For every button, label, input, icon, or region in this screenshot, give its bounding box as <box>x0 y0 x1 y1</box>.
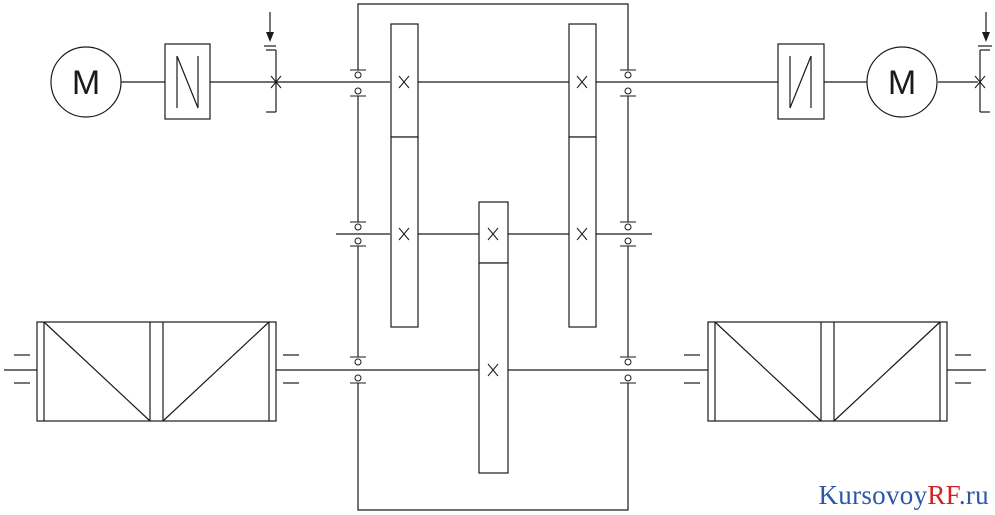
bearing-left-top <box>350 69 366 97</box>
brake-right <box>974 12 992 113</box>
bearing-right-middle <box>620 221 636 247</box>
watermark-part-3: .ru <box>958 480 989 510</box>
gearbox-housing <box>357 3 629 511</box>
motor-right: M <box>866 46 938 118</box>
site-watermark: KursovoyRF.ru <box>818 480 989 511</box>
bearing-right-bottom <box>620 356 636 384</box>
watermark-part-2: RF <box>927 480 959 510</box>
gear-left-lower <box>390 136 419 328</box>
motor-left-symbol: M <box>72 64 100 102</box>
bearing-left-bottom <box>350 356 366 384</box>
wheel-drum-right <box>684 321 971 422</box>
gear-right-upper <box>568 23 597 138</box>
gear-center-lower <box>478 262 509 474</box>
brake-left <box>264 12 282 113</box>
wheel-drum-left <box>14 321 299 422</box>
gear-left-upper <box>390 23 419 138</box>
bearing-left-middle <box>350 221 366 247</box>
watermark-part-1: Kursovoy <box>818 480 928 510</box>
bearings <box>350 69 636 384</box>
coupling-right <box>777 43 825 120</box>
bearing-right-top <box>620 69 636 97</box>
motor-right-symbol: M <box>888 64 916 102</box>
coupling-left <box>164 43 211 120</box>
motor-left: M <box>50 46 122 118</box>
gear-right-lower <box>568 136 597 328</box>
gear-center-upper <box>478 201 509 264</box>
